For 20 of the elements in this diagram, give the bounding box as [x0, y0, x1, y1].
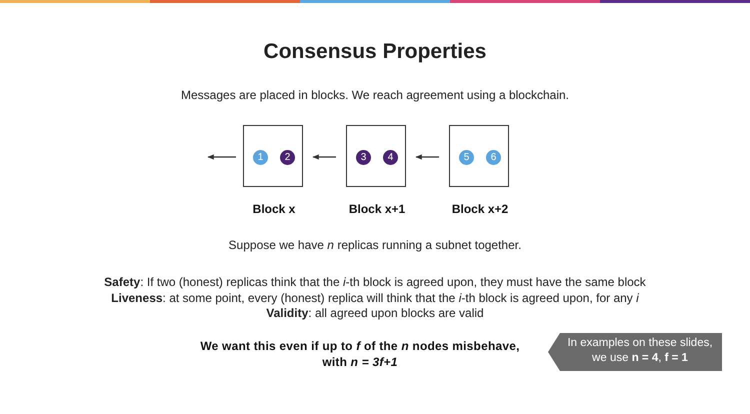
- numbered-circle: 1: [253, 150, 268, 165]
- title: Consensus Properties: [262, 40, 488, 64]
- text-line: Suppose we have n replicas running a subnet together.: [228, 238, 522, 253]
- callout-tag: In examples on these slides, we use n = 4, f = 1: [548, 333, 722, 371]
- block-label: Block x+1: [348, 202, 406, 216]
- block-label: Block x: [252, 202, 296, 216]
- block-label: Block x+2: [450, 202, 510, 216]
- numbered-circle: 5: [459, 150, 474, 165]
- numbered-circle: 4: [383, 150, 398, 165]
- arrow: [207, 154, 236, 160]
- property-text: Validity: all agreed upon blocks are valid: [265, 306, 485, 321]
- property-text: Safety: If two (honest) replicas think that the i-th block is agreed upon, they must have the same block: [103, 275, 647, 290]
- arrow: [415, 154, 439, 160]
- statement-text: We want this even if up to f of the n nodes misbehave, with n = 3f+1: [199, 338, 521, 370]
- numbered-circle: 3: [356, 150, 371, 165]
- numbered-circle: 2: [280, 150, 295, 165]
- numbered-circle: 6: [486, 150, 501, 165]
- property-text: Liveness: at some point, every (honest) replica will think that the i-th block is agreed upon, for any i: [110, 291, 640, 306]
- text-line: Messages are placed in blocks. We reach agreement using a blockchain.: [180, 88, 570, 103]
- arrow: [312, 154, 336, 160]
